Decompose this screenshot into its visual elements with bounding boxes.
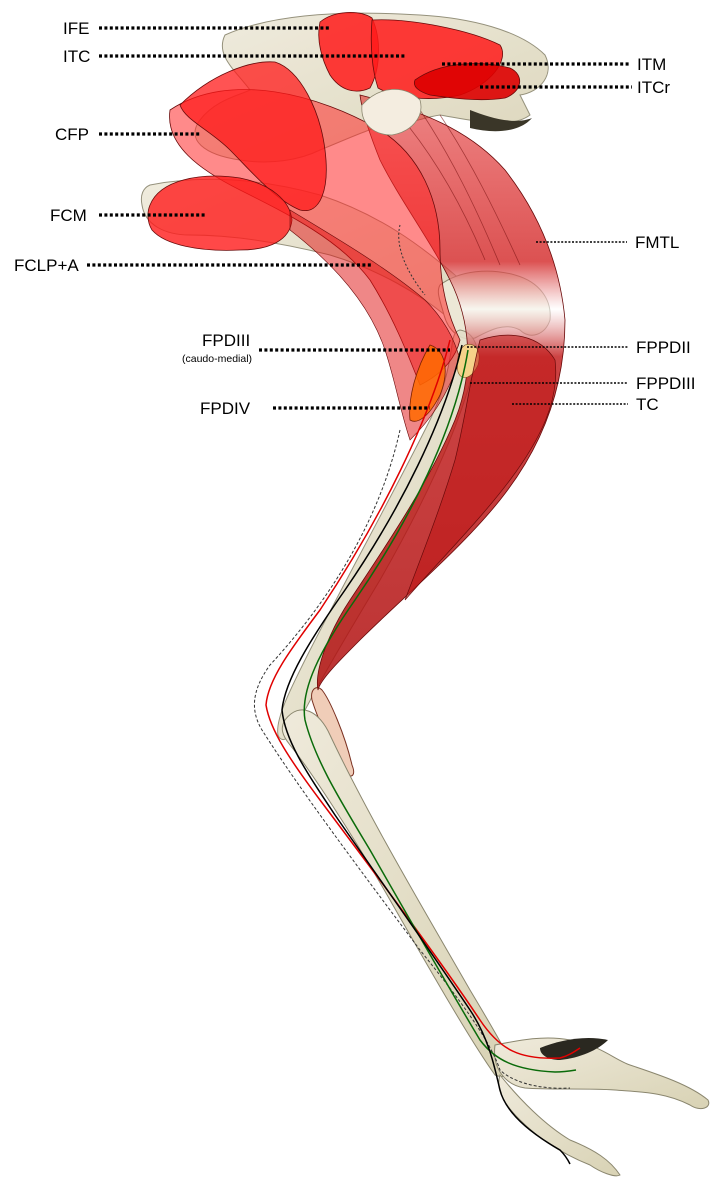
label-fmtl: FMTL: [635, 233, 679, 252]
toe-bones-upper: [495, 1038, 709, 1109]
label-fclp-a: FCLP+A: [14, 256, 79, 275]
label-cfp: CFP: [55, 125, 89, 144]
label-fpdiv: FPDIV: [200, 399, 251, 418]
toe-bones-lower: [499, 1075, 620, 1176]
label-itcr: ITCr: [637, 78, 670, 97]
label-fpdiii: FPDIII: [202, 331, 250, 350]
label-fppdiii: FPPDIII: [636, 374, 696, 393]
label-tc: TC: [636, 395, 659, 414]
label-itc: ITC: [63, 47, 90, 66]
label-itm: ITM: [637, 55, 666, 74]
label-fpdiii-sub: (caudo-medial): [182, 353, 252, 365]
label-ife: IFE: [63, 19, 89, 38]
label-fppdii: FPPDII: [636, 338, 691, 357]
label-fcm: FCM: [50, 206, 87, 225]
